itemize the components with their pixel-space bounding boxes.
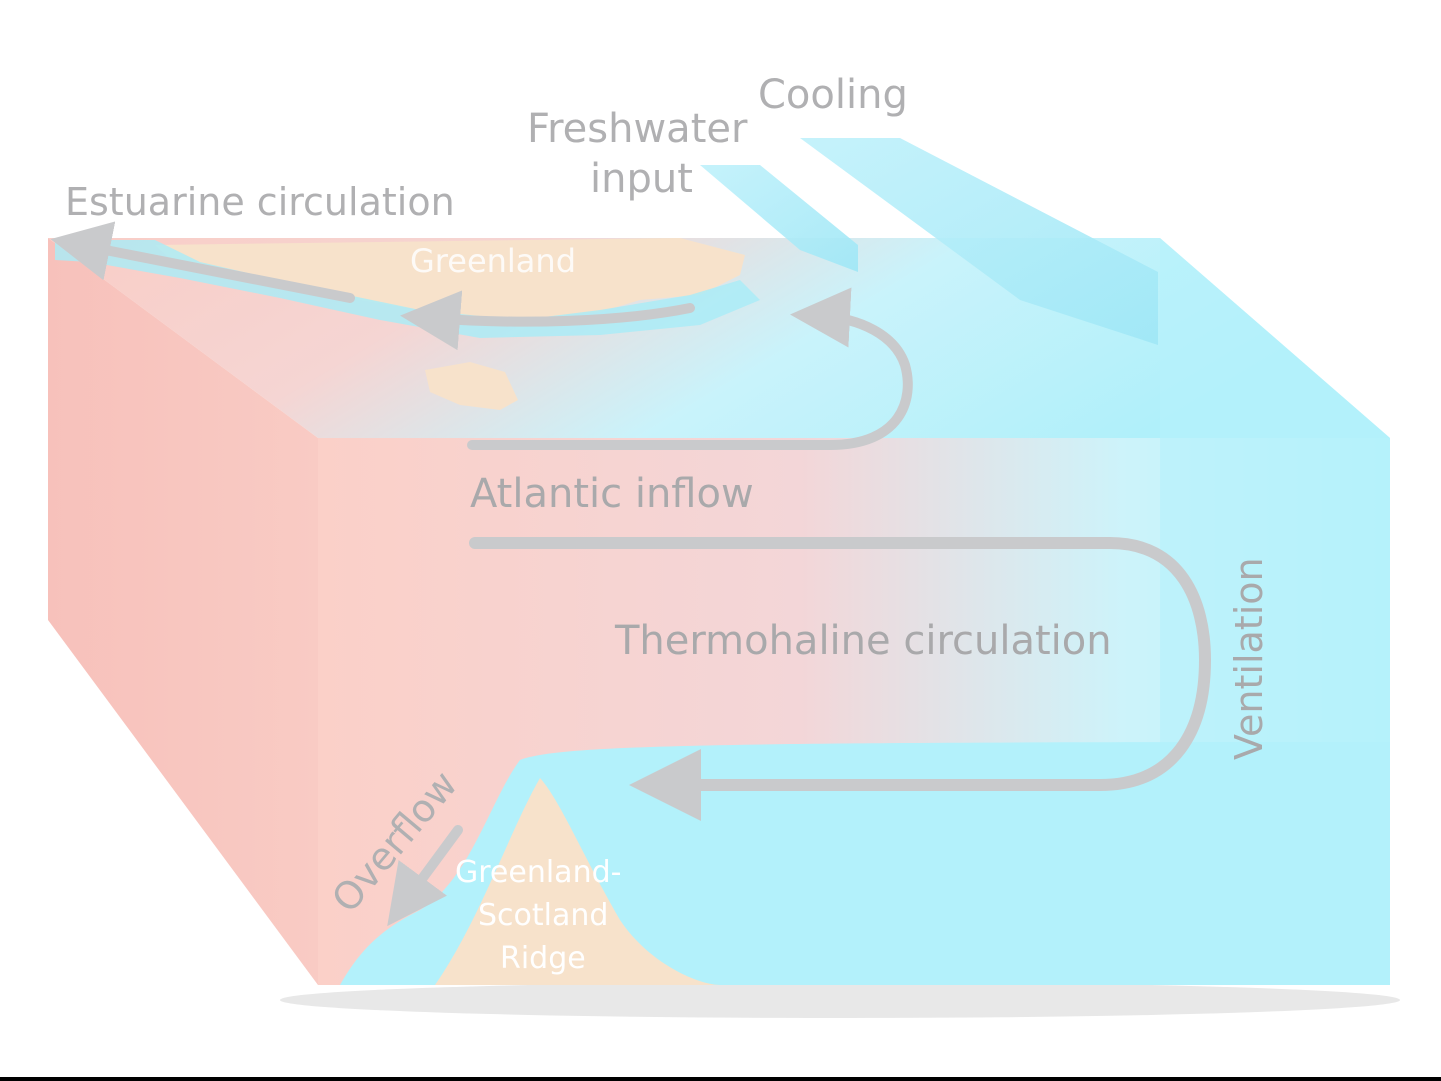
freshwater-label-line1: Freshwater (527, 106, 748, 152)
ridge-label-line1: Greenland- (455, 855, 621, 890)
ridge-label-line3: Ridge (500, 941, 586, 976)
block-shadow (280, 982, 1400, 1018)
bottom-border (0, 1077, 1441, 1081)
estuarine-label: Estuarine circulation (65, 180, 455, 224)
cooling-label: Cooling (758, 72, 908, 118)
greenland-label: Greenland (410, 242, 576, 280)
thermohaline-label: Thermohaline circulation (614, 618, 1112, 664)
ventilation-label: Ventilation (1227, 557, 1271, 760)
freshwater-label-line2: input (590, 156, 693, 202)
atlantic-inflow-label: Atlantic inflow (470, 471, 754, 517)
ridge-label-line2: Scotland (478, 898, 608, 933)
